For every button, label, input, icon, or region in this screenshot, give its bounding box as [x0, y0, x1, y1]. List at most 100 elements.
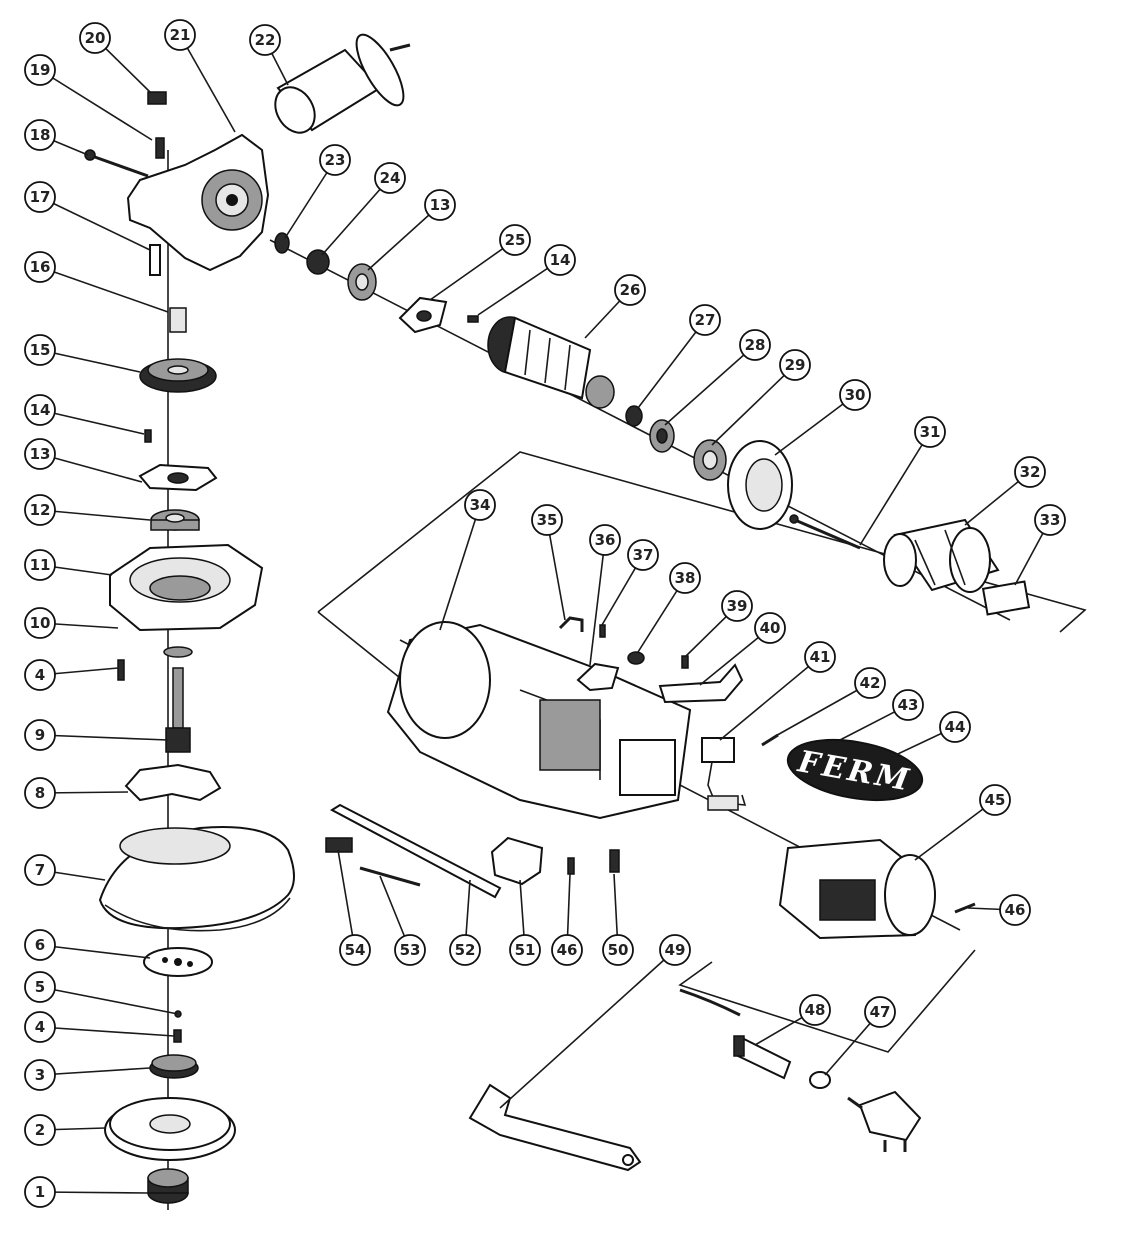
callout-number: 40	[760, 619, 781, 637]
callout-29: 29	[711, 349, 811, 446]
callout-38: 38	[637, 562, 701, 653]
callout-15: 15	[24, 334, 141, 373]
callout-number: 21	[170, 26, 191, 44]
part-bearing-29	[693, 439, 727, 481]
part-gear-head-housing	[126, 133, 270, 272]
part-side-handle	[274, 33, 411, 134]
part-baffle-30	[727, 440, 793, 530]
callout-16: 16	[24, 251, 169, 313]
callout-35: 35	[531, 504, 566, 621]
callout-circle	[449, 934, 481, 966]
callout-circle	[164, 19, 196, 51]
part-switch-rod-52	[330, 803, 502, 899]
callout-circle	[24, 929, 56, 961]
callout-circle	[799, 994, 831, 1026]
part-screw-14-upper	[467, 315, 479, 323]
callout-number: 13	[430, 196, 451, 214]
callout-circle	[839, 379, 871, 411]
callout-12: 12	[24, 494, 151, 526]
callout-11: 11	[24, 549, 113, 581]
part-screw-left	[117, 659, 125, 681]
part-needle-bearing	[169, 307, 187, 333]
part-spindle	[165, 667, 191, 753]
callout-circle	[339, 934, 371, 966]
callout-circle	[754, 612, 786, 644]
part-screw-39	[681, 655, 689, 669]
callout-circle	[24, 1114, 56, 1146]
part-spring-53	[359, 866, 421, 887]
callout-44: 44	[884, 711, 971, 761]
callout-36: 36	[589, 524, 621, 666]
callout-5: 5	[24, 971, 179, 1015]
callout-circle	[627, 539, 659, 571]
part-spindle-washer	[163, 646, 193, 658]
callout-21: 21	[164, 19, 236, 133]
callout-52: 52	[449, 879, 481, 966]
callout-circle	[739, 329, 771, 361]
callout-45: 45	[914, 784, 1011, 861]
part-bearing-plate-25	[398, 296, 448, 334]
callout-circle	[779, 349, 811, 381]
callout-circle	[939, 711, 971, 743]
callout-46: 46	[551, 873, 583, 966]
callout-53: 53	[379, 875, 426, 966]
callout-leader	[337, 849, 356, 951]
callout-number: 23	[325, 151, 346, 169]
part-grinding-disc	[104, 1097, 236, 1161]
callout-number: 35	[537, 511, 558, 529]
part-brand-plate: FERM	[786, 739, 924, 801]
callout-number: 34	[470, 496, 491, 514]
callout-17: 17	[24, 181, 151, 251]
callout-20: 20	[79, 22, 151, 93]
callout-18: 18	[24, 119, 89, 156]
callout-circle	[509, 934, 541, 966]
callout-9: 9	[24, 719, 169, 751]
part-power-cable	[679, 988, 831, 1089]
callout-number: 24	[380, 169, 401, 187]
callout-leader	[39, 986, 179, 1015]
callout-number: 14	[550, 251, 571, 269]
callout-circle	[319, 144, 351, 176]
part-spring-38	[627, 651, 645, 665]
callout-circle	[24, 854, 56, 886]
callout-number: 27	[695, 311, 716, 329]
callout-leader	[39, 266, 169, 313]
callout-circle	[589, 524, 621, 556]
callout-7: 7	[24, 854, 106, 886]
part-switch-block-51	[490, 836, 544, 886]
callout-leader	[39, 1026, 175, 1037]
callout-circle	[551, 934, 583, 966]
callout-number: 1	[35, 1183, 45, 1201]
callout-circle	[24, 438, 56, 470]
callout-number: 37	[633, 546, 654, 564]
callout-circle	[531, 504, 563, 536]
callout-13: 13	[24, 438, 143, 483]
callout-number: 4	[35, 666, 45, 684]
callout-number: 15	[30, 341, 51, 359]
callout-circle	[24, 54, 56, 86]
callout-number: 14	[30, 401, 51, 419]
callout-42: 42	[771, 667, 886, 739]
callout-40: 40	[699, 612, 786, 686]
callout-6: 6	[24, 929, 151, 961]
callout-26: 26	[584, 274, 646, 339]
callout-circle	[689, 304, 721, 336]
callout-47: 47	[824, 996, 896, 1076]
callout-circle	[999, 894, 1031, 926]
part-spring-50	[609, 849, 620, 873]
callout-circle	[659, 934, 691, 966]
part-capacitor-41	[701, 737, 747, 811]
callout-circle	[24, 549, 56, 581]
callout-circle	[864, 996, 896, 1028]
callout-leader	[589, 539, 606, 666]
callout-circle	[544, 244, 576, 276]
part-screw-31	[789, 514, 861, 550]
callout-circle	[24, 1176, 56, 1208]
callout-leader	[39, 509, 151, 521]
callout-number: 25	[505, 231, 526, 249]
callout-number: 2	[35, 1121, 45, 1139]
callout-circle	[669, 562, 701, 594]
callout-circle	[24, 1059, 56, 1091]
callout-leader	[914, 799, 996, 861]
callout-31: 31	[859, 416, 946, 546]
